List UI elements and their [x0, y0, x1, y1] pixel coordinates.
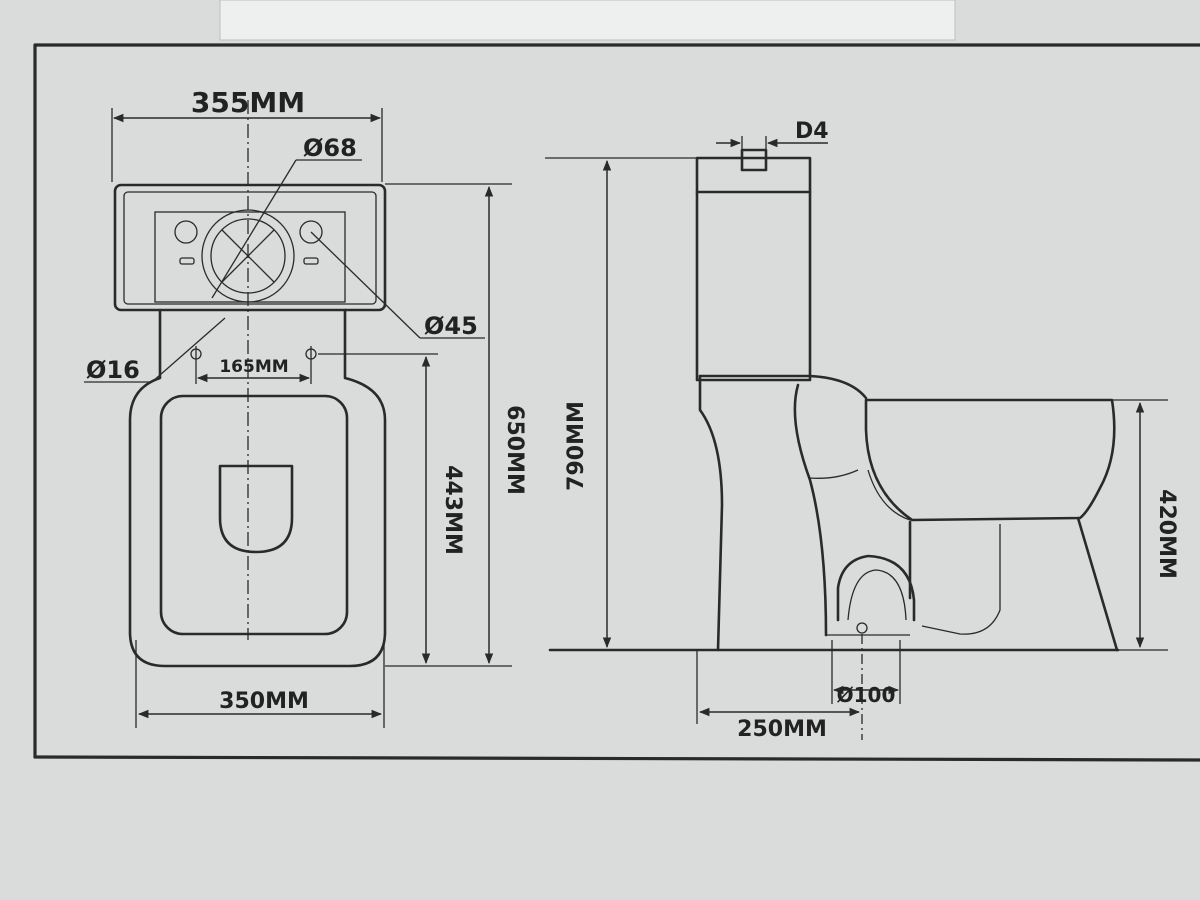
total-height-label: 790MM — [564, 401, 589, 491]
button-dimension-label: D4 — [795, 119, 829, 144]
seat-outline — [159, 394, 349, 636]
flush-hole-diameter-label: Ø68 — [303, 134, 357, 162]
bowl-width-label: 350MM — [219, 689, 309, 714]
right-hole — [299, 220, 323, 244]
bowl-depth-label: 443MM — [440, 465, 465, 555]
outlet-outer — [836, 554, 916, 622]
outlet-diameter-label: Ø100 — [837, 683, 896, 707]
top-view: 355MM Ø68 Ø45 Ø16 165MM 443MM 650MM 350M — [84, 86, 527, 728]
tank-plate — [154, 211, 346, 303]
bowl-outline — [128, 308, 387, 668]
drawing-frame-bottom — [33, 755, 1200, 762]
total-depth-label: 650MM — [502, 405, 527, 495]
drawing-frame-top-left — [33, 43, 1200, 759]
flush-button — [740, 148, 768, 172]
label-strip — [219, 0, 956, 41]
pedestal-back — [698, 374, 724, 652]
tank-outline-outer — [113, 183, 387, 312]
seat-inner — [218, 464, 294, 554]
side-view: D4 790MM 420MM Ø100 — [545, 119, 1179, 742]
outlet-offset-label: 250MM — [737, 717, 827, 742]
trap-curve — [793, 383, 828, 637]
small-hole-diameter-label: Ø45 — [424, 312, 478, 340]
tank-width-label: 355MM — [191, 86, 305, 119]
tank-side — [695, 156, 812, 382]
bowl-side — [864, 398, 1116, 522]
bolt-hole-diameter-label: Ø16 — [86, 356, 140, 384]
left-hole — [174, 220, 198, 244]
bowl-height-label: 420MM — [1154, 489, 1179, 579]
bolt-spacing-label: 165MM — [219, 357, 288, 377]
tank-outline-inner — [123, 191, 377, 305]
